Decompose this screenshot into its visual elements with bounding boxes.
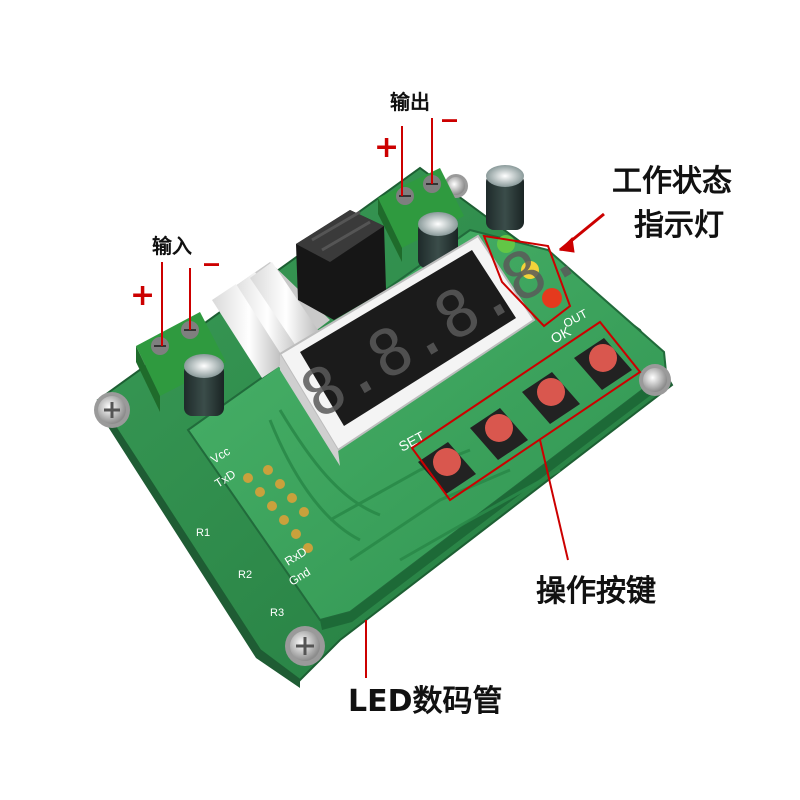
output-terminal bbox=[378, 168, 464, 262]
output-minus-sign: _ bbox=[442, 88, 457, 123]
screw-bottom bbox=[285, 626, 325, 666]
input-terminal bbox=[136, 312, 226, 412]
capacitor-input bbox=[184, 354, 224, 416]
pcb-traces bbox=[268, 409, 561, 562]
button-up bbox=[522, 372, 580, 424]
screw-top-left bbox=[94, 392, 130, 428]
keys-label: 操作按键 bbox=[536, 574, 656, 609]
button-set bbox=[418, 442, 476, 494]
button-down bbox=[470, 408, 528, 460]
buttons bbox=[418, 338, 632, 494]
heatsink bbox=[212, 262, 330, 378]
silk-r1: R1 bbox=[196, 527, 210, 539]
header-pins bbox=[243, 465, 313, 553]
silk-r2: R2 bbox=[238, 569, 252, 581]
output-label: 输出 bbox=[390, 90, 430, 114]
keys-box bbox=[410, 320, 642, 502]
button-ok bbox=[574, 338, 632, 390]
screw-right bbox=[639, 364, 671, 396]
status-label-line1: 工作状态 bbox=[612, 164, 732, 199]
output-plus-sign: + bbox=[374, 130, 400, 165]
input-label: 输入 bbox=[152, 234, 192, 258]
keys-line bbox=[539, 439, 569, 561]
display-label: LED数码管 bbox=[348, 684, 503, 719]
capacitor-output-2 bbox=[486, 165, 524, 230]
inductor bbox=[296, 210, 386, 320]
input-minus-sign: _ bbox=[204, 232, 219, 267]
silk-r3: R3 bbox=[270, 607, 284, 619]
led-display bbox=[278, 234, 536, 466]
led-box bbox=[482, 234, 572, 328]
status-label-line2: 指示灯 bbox=[634, 208, 724, 243]
input-plus-sign: + bbox=[130, 278, 156, 313]
front-board-edge bbox=[320, 372, 668, 630]
annotations bbox=[161, 118, 642, 678]
back-board-edge bbox=[96, 400, 300, 688]
